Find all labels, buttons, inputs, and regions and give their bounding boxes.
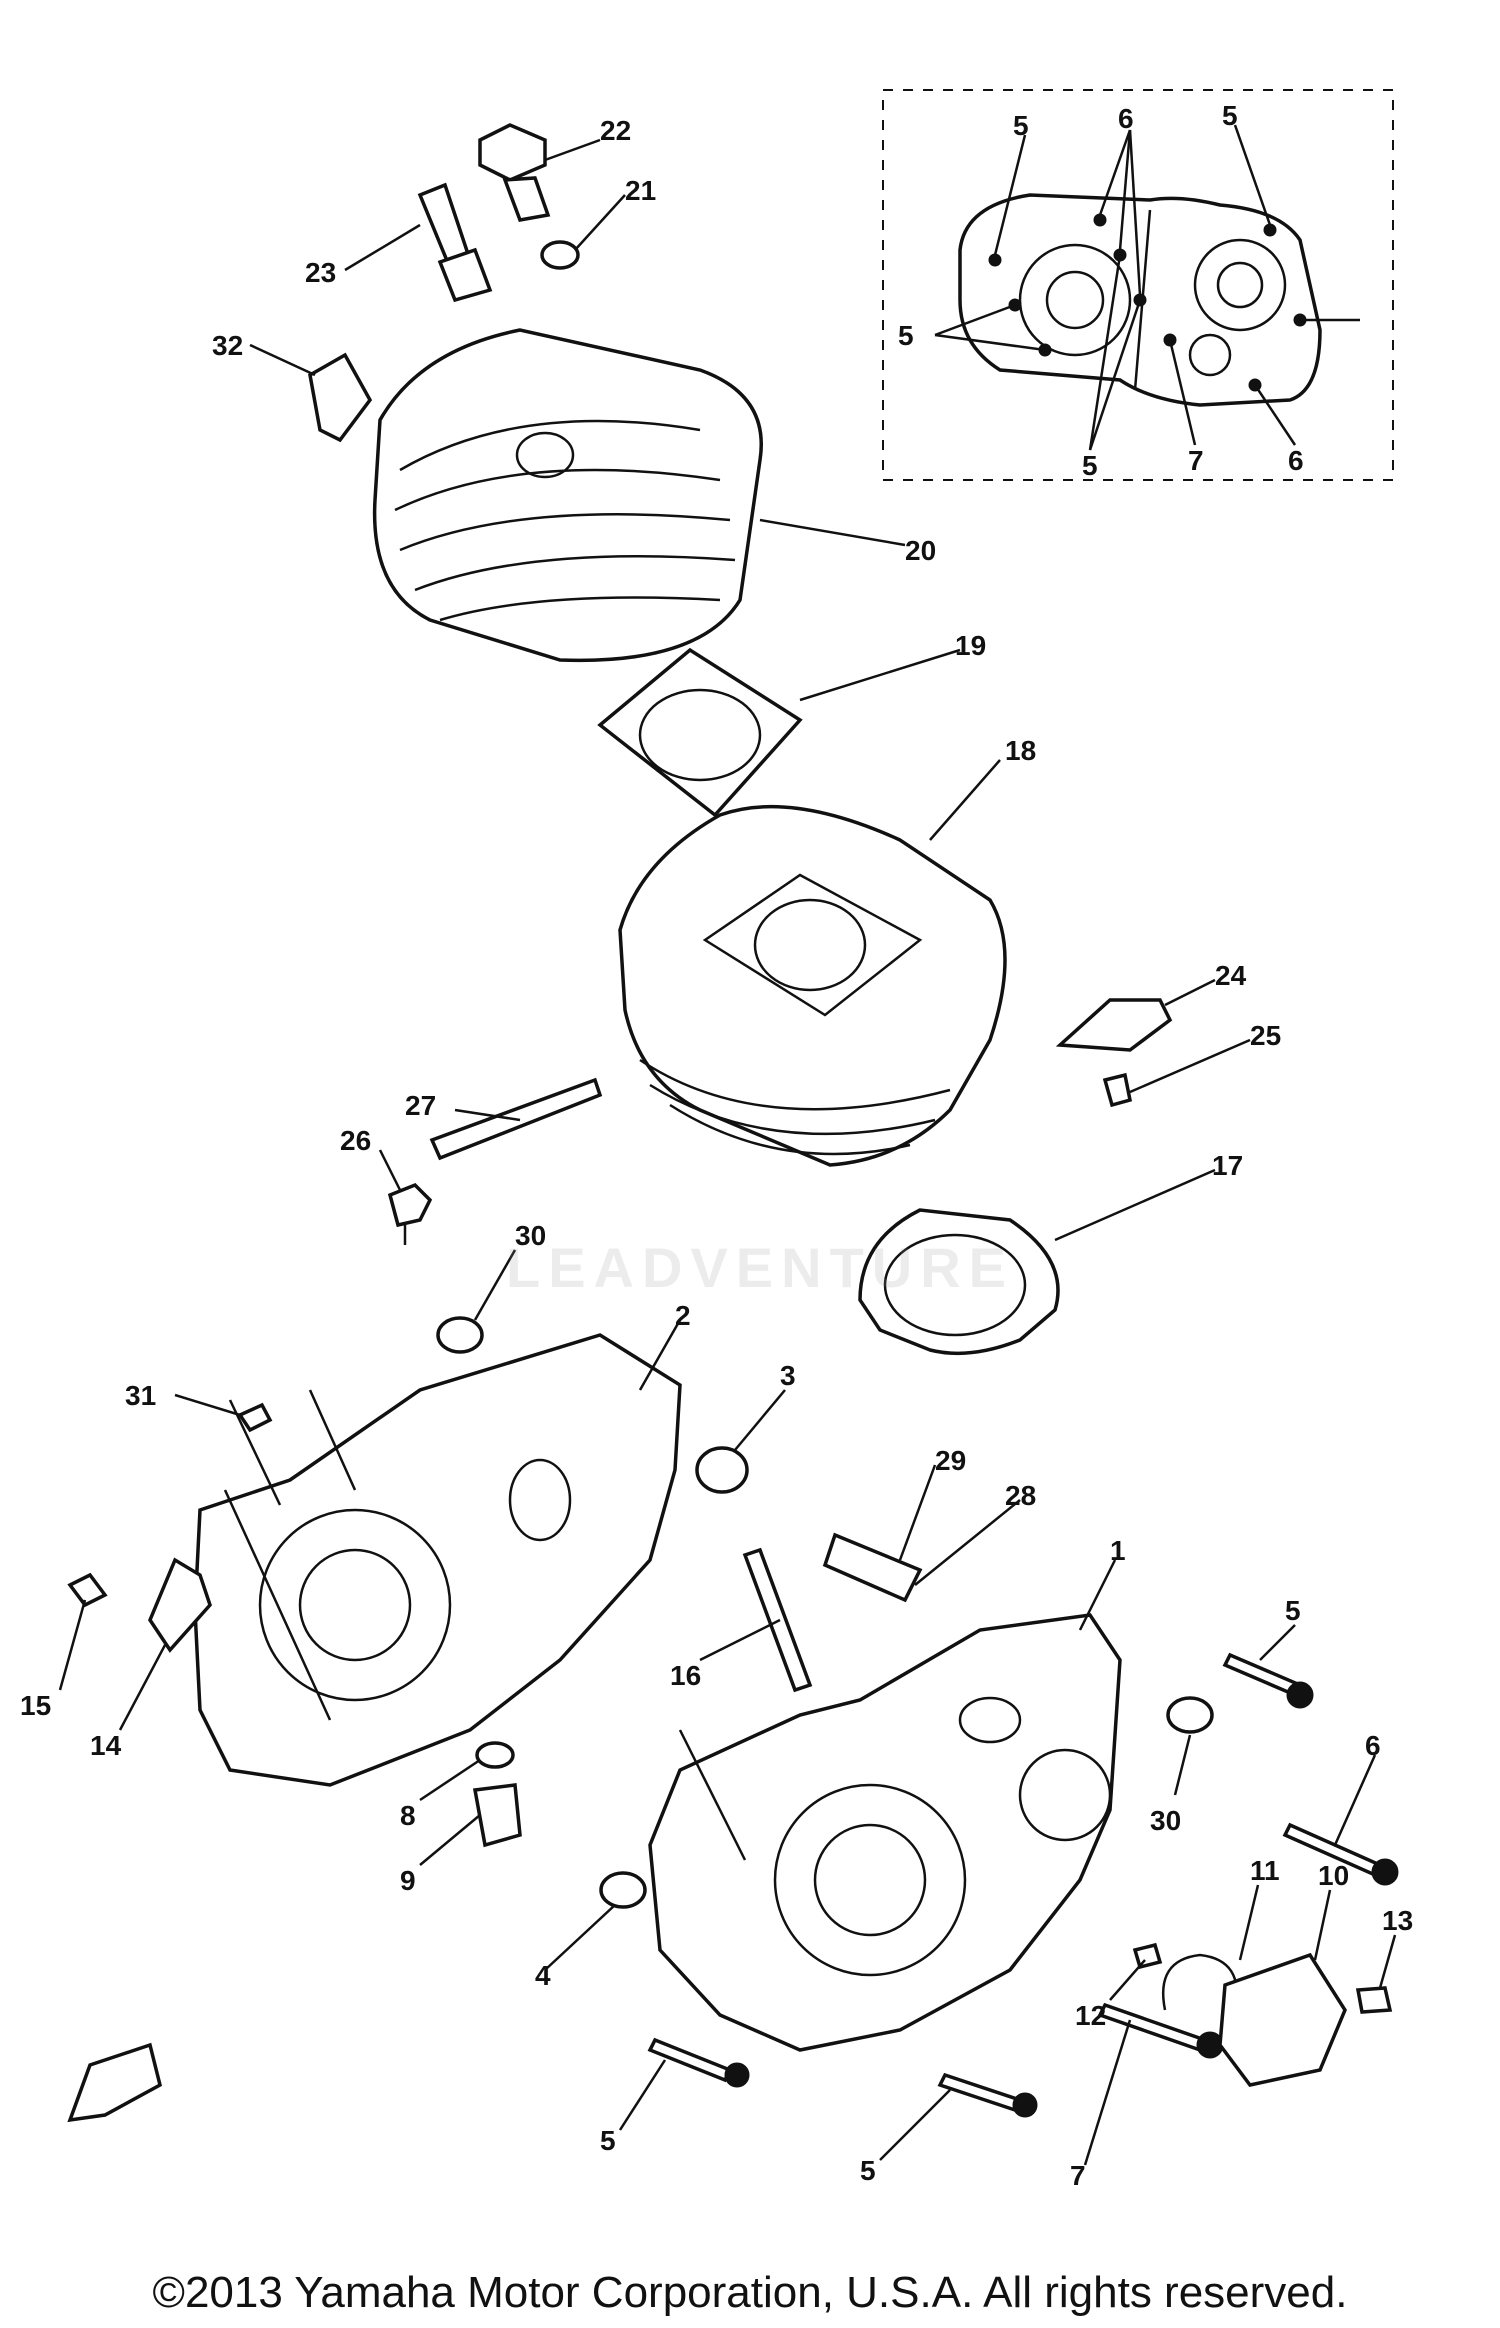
part-10-cover [1218,1952,1347,2087]
callout-5-bolt-left: 5 [600,2125,616,2156]
part-2-crankcase-left [193,1333,682,1787]
callout-32: 32 [212,330,243,361]
callout-24: 24 [1215,960,1247,991]
part-17-base-gasket [858,1208,1060,1356]
callout-5-inset-left: 5 [898,320,914,351]
part-3-bushing [695,1446,749,1494]
part-15-cap [67,1572,108,1608]
callout-11: 11 [1250,1855,1280,1886]
callout-17: 17 [1212,1150,1243,1181]
part-26-fitting [387,1182,433,1245]
callout-20: 20 [905,535,936,566]
part-20-cylinder-head [372,328,763,663]
part-23-spark-plug [417,182,493,303]
callout-30-upper: 30 [515,1220,546,1251]
callout-25: 25 [1250,1020,1281,1051]
callout-5-inset-bottom: 5 [1082,450,1098,481]
part-21-washer [540,240,580,270]
callout-21: 21 [625,175,656,206]
part-5-bolt-b-head [724,2062,750,2088]
front-arrow-icon [67,2042,163,2123]
part-25-bolt [1102,1072,1133,1108]
callout-30-lower: 30 [1150,1805,1181,1836]
callout-16: 16 [670,1660,701,1691]
part-14-bracket [148,1557,212,1653]
part-30-dowel [436,1316,484,1354]
part-6-bolt-head [1371,1858,1399,1886]
part-22-bolt [478,123,551,222]
callout-4: 4 [535,1960,551,1991]
copyright-notice: ©2013 Yamaha Motor Corporation, U.S.A. A… [152,2268,1348,2317]
part-32-cap [308,352,373,443]
callout-26: 26 [340,1125,371,1156]
callout-6-inset-top: 6 [1118,103,1134,134]
callout-7-bolt: 7 [1070,2160,1086,2191]
callout-14: 14 [90,1730,122,1761]
watermark: LEADVENTURE [505,1236,1015,1299]
part-31-pin [237,1402,273,1433]
callout-5-bolt-bottom: 5 [860,2155,876,2186]
part-13-bolt [1355,1986,1393,2014]
part-5-bolt-a-head [1286,1681,1314,1709]
part-19-head-gasket [597,647,803,818]
callout-29: 29 [935,1445,966,1476]
callout-leaders [58,138,1397,2166]
exploded-parts-diagram: 1 2 3 4 5 5 5 5 5 5 5 6 6 6 7 7 8 9 10 1… [20,89,1413,2191]
callout-9: 9 [400,1865,416,1896]
callout-3: 3 [780,1360,796,1391]
callout-6-inset-right: 6 [1288,445,1304,476]
callout-7-inset: 7 [1188,445,1204,476]
part-18-cylinder [618,804,1007,1167]
callout-labels: 1 2 3 4 5 5 5 5 5 5 5 6 6 6 7 7 8 9 10 1… [20,100,1413,2191]
part-24-bracket [1055,998,1173,1052]
callout-23: 23 [305,257,336,288]
part-5-bolt-c-head [1012,2092,1038,2118]
callout-10: 10 [1318,1860,1349,1891]
callout-12: 12 [1075,2000,1106,2031]
crankcase-bolt-inset [882,89,1394,481]
part-9-plug [472,1783,522,1848]
callout-8: 8 [400,1800,416,1831]
part-5-bolt-c [937,2072,1023,2113]
callout-28: 28 [1005,1480,1036,1511]
callout-18: 18 [1005,735,1036,766]
callout-31: 31 [125,1380,156,1411]
callout-13: 13 [1382,1905,1413,1936]
part-12-pin [1132,1942,1163,1970]
callout-15: 15 [20,1690,51,1721]
callout-19: 19 [955,630,986,661]
part-30-dowel-lower [1166,1696,1214,1734]
callout-5-inset-top-left: 5 [1013,110,1029,141]
callout-6-bolt: 6 [1365,1730,1381,1761]
part-4-dowel [599,1871,647,1909]
callout-1: 1 [1110,1535,1126,1566]
part-8-washer [475,1741,515,1769]
part-29-shaft [822,1532,923,1603]
callout-22: 22 [600,115,631,146]
part-7-bolt [1097,2002,1208,2053]
part-1-crankcase-right [648,1613,1122,2052]
callout-27: 27 [405,1090,436,1121]
callout-5-inset-top-right: 5 [1222,100,1238,131]
callout-2: 2 [675,1300,691,1331]
callout-5-bolt-right: 5 [1285,1595,1301,1626]
part-5-bolt-b [647,2037,733,2083]
